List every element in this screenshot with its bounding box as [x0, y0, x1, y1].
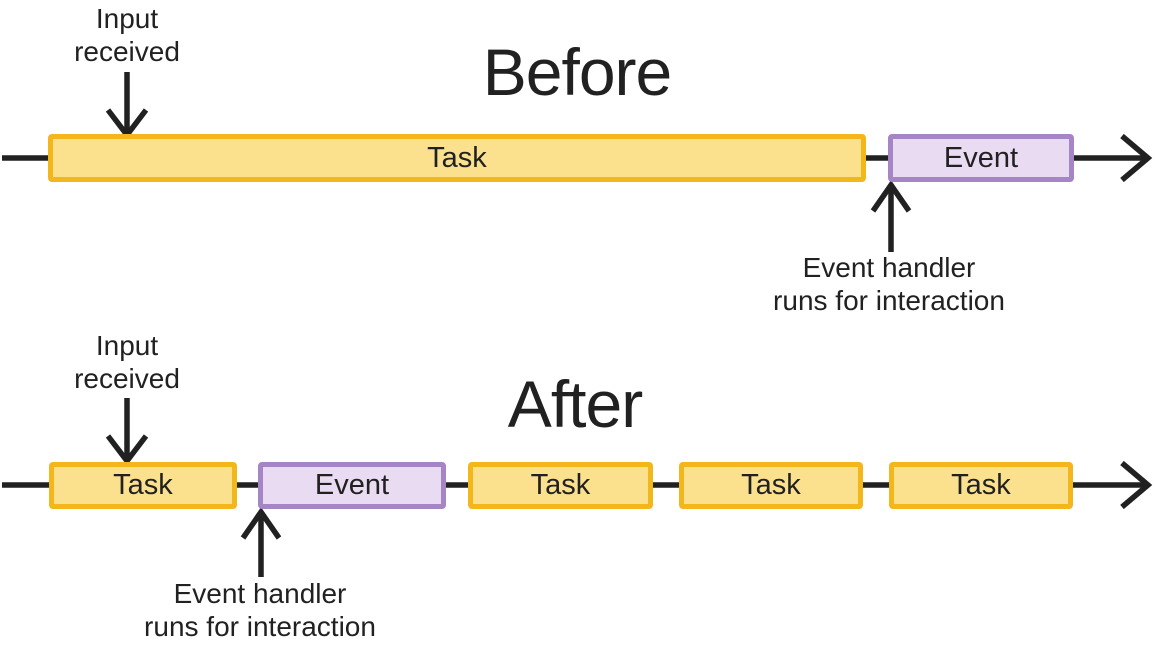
before-handler-label-line2: runs for interaction [773, 285, 1005, 316]
after-timeline-arrowhead-icon [1120, 460, 1153, 510]
before-handler-arrowhead-icon [870, 180, 912, 213]
after-task-box-4: Task [889, 462, 1073, 509]
before-handler-label-line1: Event handler [802, 252, 976, 283]
before-task-box: Task [48, 134, 866, 182]
after-task-box-1: Task [49, 462, 237, 509]
after-input-label: Input received [7, 329, 247, 395]
before-input-label-line1: Input [95, 3, 159, 34]
after-task-label-4: Task [951, 469, 1011, 501]
after-handler-label: Event handler runs for interaction [120, 577, 400, 643]
before-input-label: Input received [7, 2, 247, 68]
after-event-label: Event [314, 469, 390, 501]
before-handler-label: Event handler runs for interaction [749, 251, 1029, 317]
before-timeline-arrowhead-icon [1120, 133, 1153, 183]
after-task-box-3: Task [679, 462, 863, 509]
before-title: Before [482, 35, 672, 109]
after-handler-label-line2: runs for interaction [144, 611, 376, 642]
before-input-label-line2: received [74, 36, 180, 67]
after-task-label-3: Task [741, 469, 801, 501]
after-task-label-2: Task [530, 469, 591, 501]
after-task-label-1: Task [113, 469, 173, 501]
after-input-label-line1: Input [95, 330, 159, 361]
after-input-arrow [105, 398, 149, 466]
before-input-arrow [105, 72, 149, 140]
after-handler-arrow [240, 507, 282, 577]
after-handler-label-line1: Event handler [173, 578, 347, 609]
after-input-arrowhead-icon [105, 434, 149, 466]
after-input-label-line2: received [74, 363, 180, 394]
after-task-box-2: Task [468, 462, 653, 509]
before-task-label: Task [427, 141, 487, 174]
after-title: After [507, 367, 643, 441]
before-handler-arrow [870, 180, 912, 252]
after-event-box: Event [258, 462, 446, 509]
before-event-label: Event [943, 141, 1019, 174]
after-handler-arrowhead-icon [240, 507, 282, 540]
before-event-box: Event [888, 134, 1074, 182]
